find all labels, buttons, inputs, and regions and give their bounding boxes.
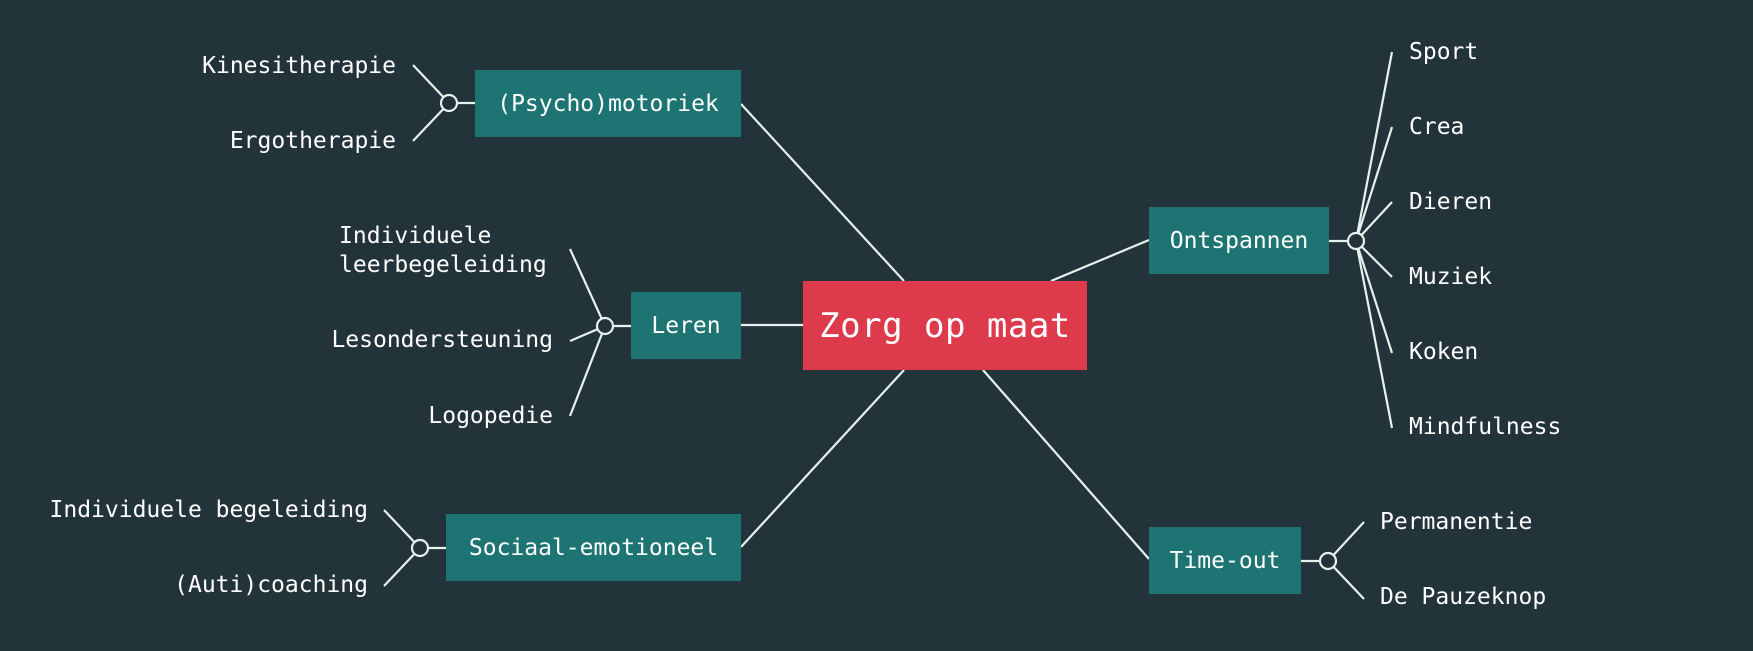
junction-ontspannen — [1346, 231, 1366, 251]
center-node-label: Zorg op maat — [819, 305, 1071, 346]
branch-label-sociaal: Sociaal-emotioneel — [468, 534, 719, 561]
edge-leaf-crea — [1354, 126, 1394, 242]
leaf-mindfulness: Mindfulness — [1409, 414, 1562, 440]
leaf-koken: Koken — [1409, 339, 1479, 365]
leaf-kinesitherapie: Kinesitherapie — [202, 53, 396, 79]
edge-leaf-sport — [1354, 51, 1394, 242]
leaf-logopedie: Logopedie — [428, 403, 553, 429]
junction-sociaal — [410, 538, 430, 558]
junction-timeout — [1318, 551, 1338, 571]
edge-leaf-individuele-leerbegeleiding — [568, 248, 607, 327]
edge-leaf-koken — [1354, 240, 1394, 354]
leaf-auticoaching: (Auti)coaching — [174, 572, 368, 598]
leaf-sport: Sport — [1409, 39, 1479, 65]
leaf-muziek: Muziek — [1409, 264, 1493, 290]
leaf-ergotherapie: Ergotherapie — [229, 128, 396, 154]
leaf-individuele-begeleiding: Individuele begeleiding — [49, 497, 369, 523]
edge-center-sociaal — [740, 369, 905, 548]
leaf-de-pauzeknop: De Pauzeknop — [1380, 584, 1547, 610]
junction-leren — [595, 316, 615, 336]
leaf-crea: Crea — [1409, 114, 1465, 140]
edge-center-timeout — [982, 369, 1150, 560]
center-node: Zorg op maat — [803, 281, 1087, 370]
leaf-dieren: Dieren — [1409, 189, 1493, 215]
leaf-lesondersteuning: Lesondersteuning — [331, 327, 553, 353]
branch-node-ontspannen: Ontspannen — [1149, 207, 1329, 274]
edge-leaf-logopedie — [568, 325, 607, 417]
leaf-permanentie: Permanentie — [1380, 509, 1533, 535]
branch-label-psychomotoriek: (Psycho)motoriek — [497, 90, 719, 117]
branch-node-timeout: Time-out — [1149, 527, 1301, 594]
branch-node-psychomotoriek: (Psycho)motoriek — [475, 70, 741, 137]
leaf-individuele-leerbegeleiding: Individuele leerbegeleiding — [339, 223, 547, 278]
edge-center-psychomotoriek — [740, 103, 905, 282]
edge-center-ontspannen — [1050, 238, 1150, 283]
branch-label-leren: Leren — [651, 312, 721, 339]
junction-psychomotoriek — [439, 93, 459, 113]
edge-leaf-mindfulness — [1354, 240, 1394, 429]
branch-node-sociaal: Sociaal-emotioneel — [446, 514, 741, 581]
branch-label-ontspannen: Ontspannen — [1169, 227, 1309, 254]
branch-label-timeout: Time-out — [1169, 547, 1281, 574]
branch-node-leren: Leren — [631, 292, 741, 359]
